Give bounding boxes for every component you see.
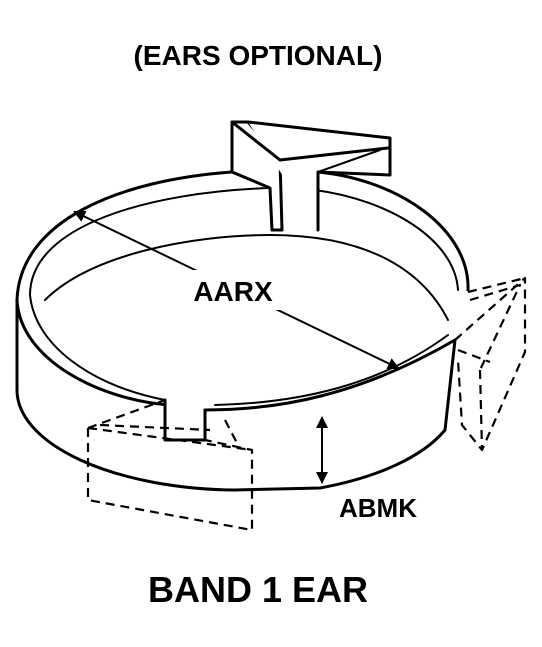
caption-label: BAND 1 EAR <box>148 569 368 610</box>
diameter-label: AARX <box>193 276 273 307</box>
band-outer-wall <box>15 298 457 492</box>
band-inner-rim <box>29 187 459 406</box>
band-outer-rim <box>15 170 470 412</box>
width-label: ABMK <box>339 493 417 523</box>
right-ear-optional <box>454 276 527 452</box>
diameter-label-bg <box>178 270 286 310</box>
top-ear <box>230 120 392 232</box>
header-label: (EARS OPTIONAL) <box>134 40 383 71</box>
front-ear-optional <box>86 398 254 532</box>
